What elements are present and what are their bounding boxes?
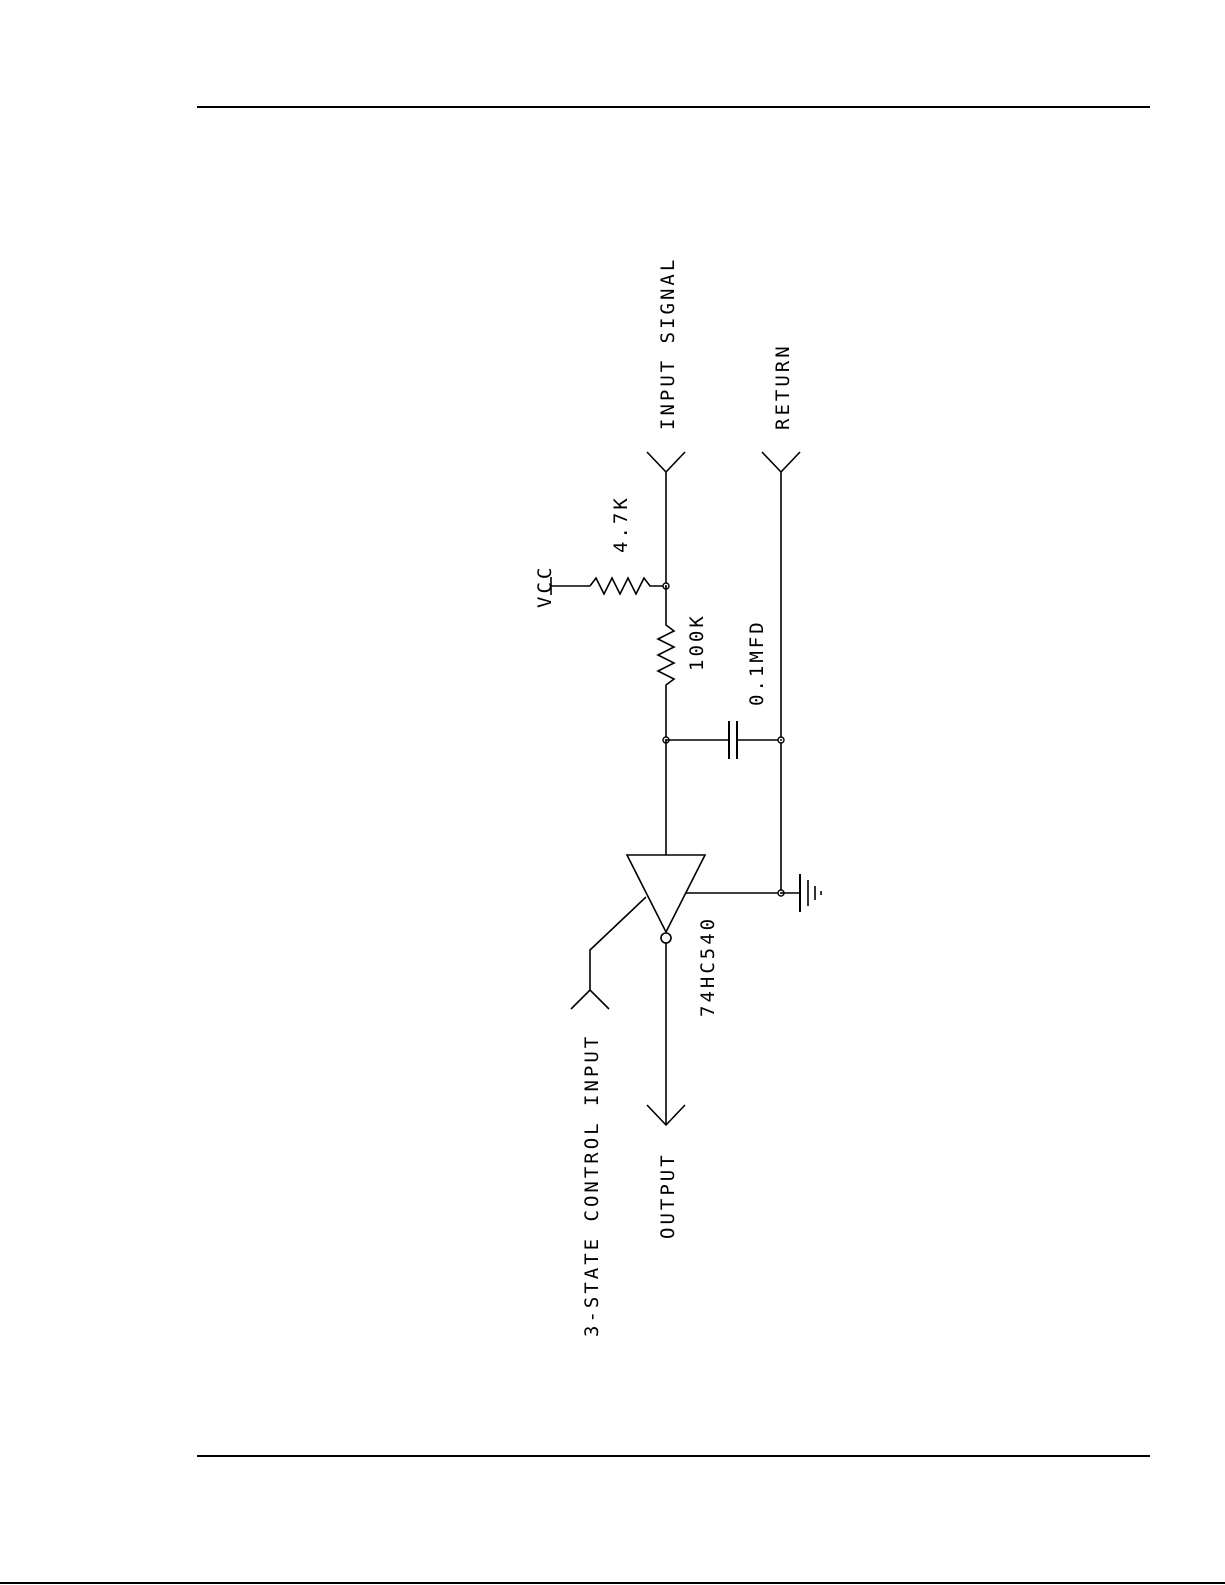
label-control-input: 3-STATE CONTROL INPUT [581,1034,603,1337]
control-input-connector [571,990,609,1009]
label-ic: 74HC540 [697,916,719,1017]
label-vcc: VCC [534,565,556,608]
control-input-wire [590,897,646,990]
node-cap-right-dot [780,739,782,741]
label-output: OUTPUT [657,1152,679,1239]
label-r-pullup: 4.7K [610,495,632,553]
input-signal-connector [647,452,685,472]
label-input-signal: INPUT SIGNAL [657,257,679,430]
buffer-inversion-bubble [661,933,671,943]
resistor-100k [658,586,674,740]
label-r-series: 100K [686,613,708,671]
label-return: RETURN [772,343,794,430]
resistor-4-7k [590,578,666,594]
ground-icon [800,874,821,912]
label-capacitor: 0.1MFD [746,619,768,706]
return-connector [762,452,800,472]
